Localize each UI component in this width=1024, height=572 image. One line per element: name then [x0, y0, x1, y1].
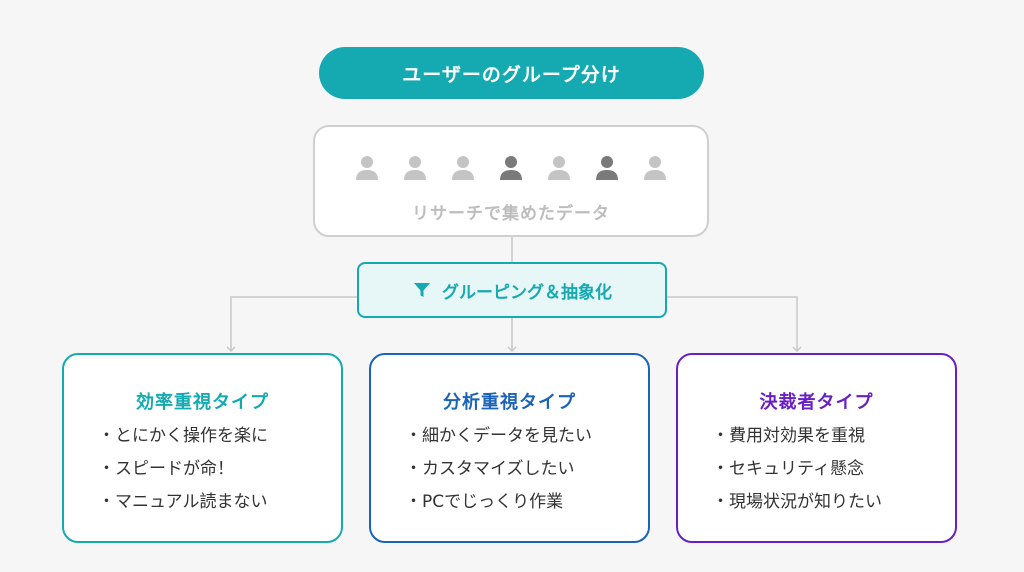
user-icon [356, 156, 378, 180]
user-icon [548, 156, 570, 180]
type-card-items: ・とにかく操作を楽に ・スピードが命！ ・マニュアル読まない [98, 420, 268, 519]
type-card-title: 分析重視タイプ [443, 392, 576, 413]
user-icon [452, 156, 474, 180]
list-item: ・マニュアル読まない [98, 492, 268, 512]
list-item: ・PCでじっくり作業 [405, 492, 564, 512]
type-card-items: ・細かくデータを見たい ・カスタマイズしたい ・PCでじっくり作業 [405, 420, 592, 519]
type-card-analysis: 分析重視タイプ ・細かくデータを見たい ・カスタマイズしたい ・PCでじっくり作… [369, 353, 650, 543]
grouping-label: グルーピング＆抽象化 [442, 282, 612, 303]
type-card-efficiency: 効率重視タイプ ・とにかく操作を楽に ・スピードが命！ ・マニュアル読まない [62, 353, 343, 543]
type-card-items: ・費用対効果を重視 ・セキュリティ懸念 ・現場状況が知りたい [712, 420, 882, 519]
list-item: ・カスタマイズしたい [405, 459, 575, 479]
research-data-box: リサーチで集めたデータ [313, 125, 709, 237]
user-icon [500, 156, 522, 180]
list-item: ・セキュリティ懸念 [712, 459, 864, 479]
research-data-label: リサーチで集めたデータ [412, 204, 610, 224]
user-icon [404, 156, 426, 180]
type-card-title: 効率重視タイプ [136, 392, 269, 413]
user-icon [596, 156, 618, 180]
list-item: ・現場状況が知りたい [712, 492, 882, 512]
grouping-box: グルーピング＆抽象化 [357, 262, 667, 318]
type-card-decision-maker: 決裁者タイプ ・費用対効果を重視 ・セキュリティ懸念 ・現場状況が知りたい [676, 353, 957, 543]
connector-to-right-card [667, 296, 802, 353]
user-icon [644, 156, 666, 180]
user-icons-row [315, 154, 707, 182]
filter-icon [414, 283, 430, 297]
type-card-title: 決裁者タイプ [759, 392, 874, 413]
list-item: ・スピードが命！ [98, 459, 234, 479]
list-item: ・細かくデータを見たい [405, 426, 592, 446]
list-item: ・費用対効果を重視 [712, 426, 865, 446]
page-title: ユーザーのグループ分け [319, 47, 704, 99]
connector-to-left-card [226, 296, 357, 353]
list-item: ・とにかく操作を楽に [98, 426, 268, 446]
